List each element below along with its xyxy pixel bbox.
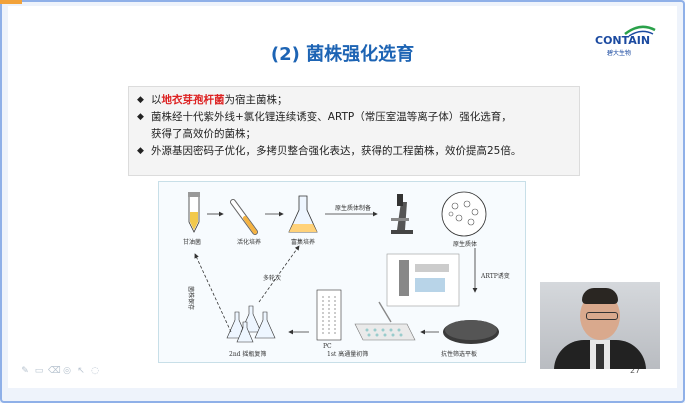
label-huohua: 活化培养 [237, 238, 261, 246]
label-fushai: 2nd 摇瓶复筛 [229, 350, 266, 358]
company-logo: CONTAIN 碧大生物 [595, 24, 659, 60]
pointer-icon[interactable]: ↖ [77, 366, 85, 376]
shake-flasks-icon [226, 305, 276, 343]
label-kangxing: 抗性筛选平板 [441, 350, 477, 358]
pen-icon[interactable]: ✎ [21, 366, 29, 376]
bullet-highlight: 地衣芽孢杆菌 [161, 94, 225, 106]
corner-tab [0, 0, 22, 4]
logo-subtitle: 碧大生物 [607, 50, 632, 57]
protoplast-circle [441, 191, 487, 237]
logo-swoosh-icon [624, 25, 656, 37]
label-artp: ARTP诱变 [480, 272, 510, 280]
well-plate-icon [354, 301, 416, 341]
webcam-video [540, 282, 660, 369]
pc-plate-icon [316, 289, 342, 341]
label-yuanshengzhi: 原生质体 [453, 240, 477, 248]
microscope-icon [391, 194, 413, 234]
annotation-toolbar: ✎ ▭ ⌫ ◎ ↖ ◌ [20, 366, 100, 378]
bullet-item: ◆ 外源基因密码子优化，多拷贝整合强化表达，获得的工程菌株，效价提高25倍。 [137, 143, 571, 159]
label-gaotongliang: 1st 高通量初筛 [327, 350, 368, 358]
bullet-text: 获得了高效价的菌株； [151, 128, 256, 140]
label-duolunci: 多轮次 [263, 274, 281, 282]
resistance-plate-icon [443, 320, 499, 344]
activation-tube-icon [230, 199, 258, 235]
bullet-item: ◆ 以地衣芽孢杆菌为宿主菌株； [137, 92, 571, 108]
label-yuanshengzhi-prep: 原生质体制备 [335, 204, 371, 212]
diamond-bullet-icon: ◆ [137, 95, 144, 105]
bullet-text: 以 [151, 94, 162, 106]
highlighter-icon[interactable]: ◎ [63, 366, 71, 376]
workflow-figure: 甘油菌 活化培养 富集培养 原生质体制备 [158, 181, 526, 363]
glycerol-tube-icon [188, 192, 200, 233]
diamond-bullet-icon: ◆ [137, 146, 144, 156]
logo-name: CONTAIN [595, 34, 651, 47]
bullet-text: 菌株经十代紫外线+氯化锂连续诱变、ARTP（常压室温等离子体）强化选育， [151, 111, 512, 123]
label-ganyoujun: 甘油菌 [183, 238, 201, 246]
slide-title: (2) 菌株强化选育 [270, 44, 415, 65]
flask-icon [288, 195, 318, 233]
bullet-item-continuation: 获得了高效价的菌株； [137, 126, 571, 142]
label-fuji: 富集培养 [291, 238, 315, 246]
artp-device-icon [386, 253, 460, 307]
bullet-text: 为宿主菌株； [224, 94, 288, 106]
label-pc: PC [323, 343, 332, 350]
bullet-box: ◆ 以地衣芽孢杆菌为宿主菌株； ◆ 菌株经十代紫外线+氯化锂连续诱变、ARTP（… [128, 86, 580, 176]
shape-icon[interactable]: ◌ [91, 366, 99, 376]
bullet-text: 外源基因密码子优化，多拷贝整合强化表达，获得的工程菌株，效价提高25倍。 [151, 145, 522, 157]
page-number: 27 [630, 366, 641, 375]
label-baocun: 菌株保存 [187, 286, 195, 310]
workflow-diagram: 甘油菌 活化培养 富集培养 原生质体制备 [183, 191, 510, 358]
rectangle-icon[interactable]: ▭ [34, 366, 44, 376]
diamond-bullet-icon: ◆ [137, 112, 144, 122]
bullet-item: ◆ 菌株经十代紫外线+氯化锂连续诱变、ARTP（常压室温等离子体）强化选育， [137, 109, 571, 125]
eraser-icon[interactable]: ⌫ [48, 366, 61, 376]
